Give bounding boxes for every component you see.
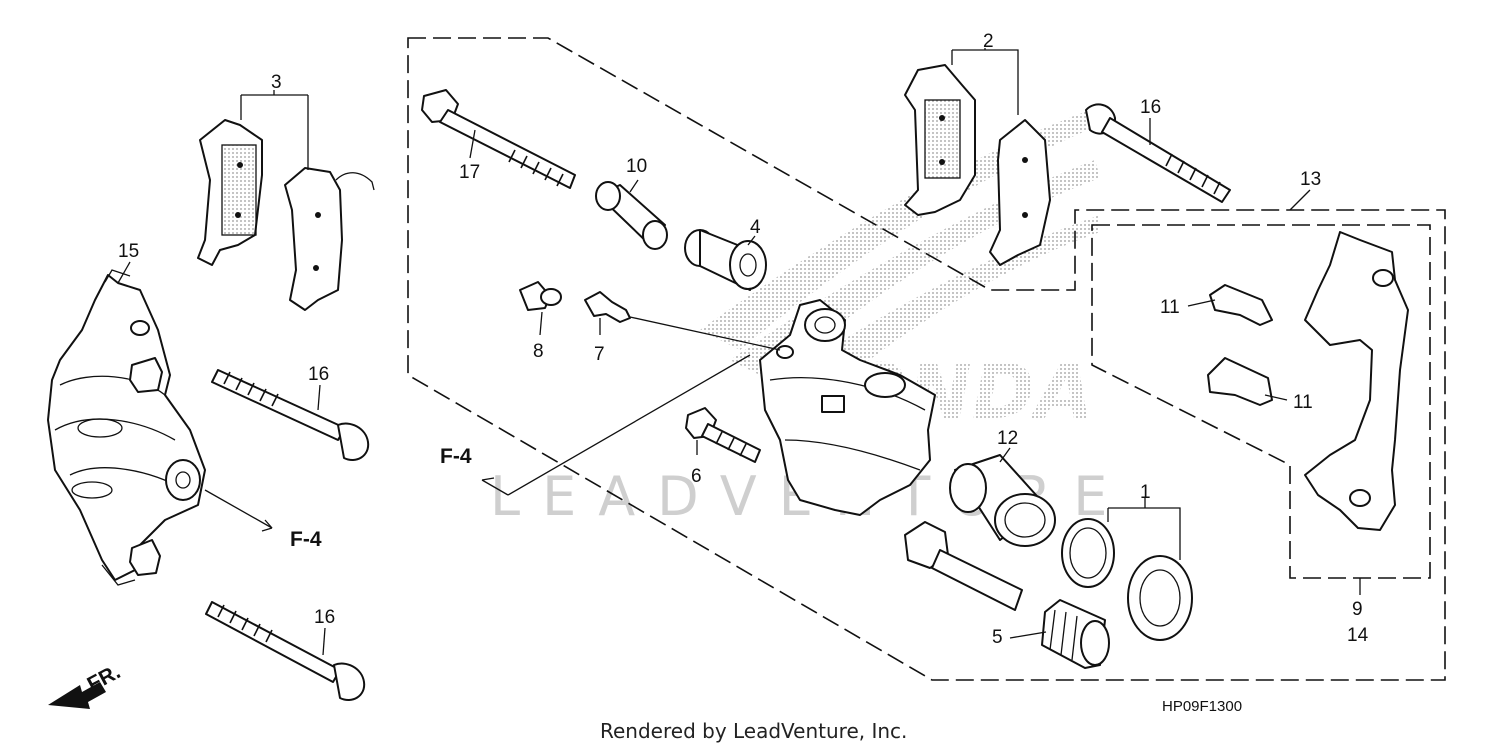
callout-13: 13 bbox=[1300, 169, 1321, 190]
bleeder-cap-8 bbox=[519, 281, 562, 311]
pin-bolt-17 bbox=[421, 89, 576, 189]
front-arrow-icon bbox=[48, 682, 106, 709]
caliper-body-main bbox=[759, 299, 936, 516]
callout-12: 12 bbox=[997, 428, 1018, 449]
bracket-assembly-boundary bbox=[1091, 224, 1431, 579]
pad-spring-clip-11-upper bbox=[1209, 284, 1273, 326]
diagram-code: HP09F1300 bbox=[1162, 698, 1242, 715]
callout-14: 14 bbox=[1347, 625, 1369, 646]
caliper-bracket-9 bbox=[1304, 231, 1409, 531]
brake-pads-3 bbox=[197, 119, 375, 311]
callout-6: 6 bbox=[691, 466, 702, 487]
pin-bolt-16-upper-right bbox=[1085, 103, 1231, 203]
bolt-6 bbox=[685, 407, 761, 463]
pin-bolt-16-upper-left bbox=[211, 369, 370, 461]
sleeve-10 bbox=[595, 181, 668, 250]
ref-f4-left: F-4 bbox=[290, 528, 322, 551]
callout-16-upper-right: 16 bbox=[1140, 97, 1161, 118]
bleeder-screw-7 bbox=[584, 291, 631, 323]
ref-f4-center: F-4 bbox=[440, 445, 472, 468]
piston-12 bbox=[949, 454, 1056, 547]
callout-8: 8 bbox=[533, 341, 544, 362]
leader-lines bbox=[117, 48, 1361, 656]
callout-11-lower: 11 bbox=[1293, 392, 1313, 413]
caliper-body-15 bbox=[47, 269, 206, 586]
callout-7: 7 bbox=[594, 344, 605, 365]
boot-5 bbox=[1041, 599, 1110, 669]
callout-4: 4 bbox=[750, 217, 761, 238]
pad-spring-clip-11-lower bbox=[1207, 357, 1273, 406]
pin-bolt-hex bbox=[904, 521, 1023, 611]
callout-10: 10 bbox=[626, 156, 647, 177]
callout-16-lower-left: 16 bbox=[314, 607, 335, 628]
brake-pads-2 bbox=[904, 64, 1051, 266]
callout-17: 17 bbox=[459, 162, 480, 183]
piston-seals-1 bbox=[1061, 518, 1193, 641]
callout-1: 1 bbox=[1140, 482, 1151, 503]
callout-9: 9 bbox=[1352, 599, 1363, 620]
pin-bolt-16-lower-left bbox=[205, 601, 366, 701]
callout-2: 2 bbox=[983, 31, 994, 52]
callout-15: 15 bbox=[118, 241, 139, 262]
callout-11-upper: 11 bbox=[1160, 297, 1180, 318]
footer-credit: Rendered by LeadVenture, Inc. bbox=[600, 719, 907, 743]
callout-3: 3 bbox=[271, 72, 282, 93]
callout-16-upper-left: 16 bbox=[308, 364, 329, 385]
callout-5: 5 bbox=[992, 627, 1003, 648]
boot-4 bbox=[684, 229, 767, 291]
